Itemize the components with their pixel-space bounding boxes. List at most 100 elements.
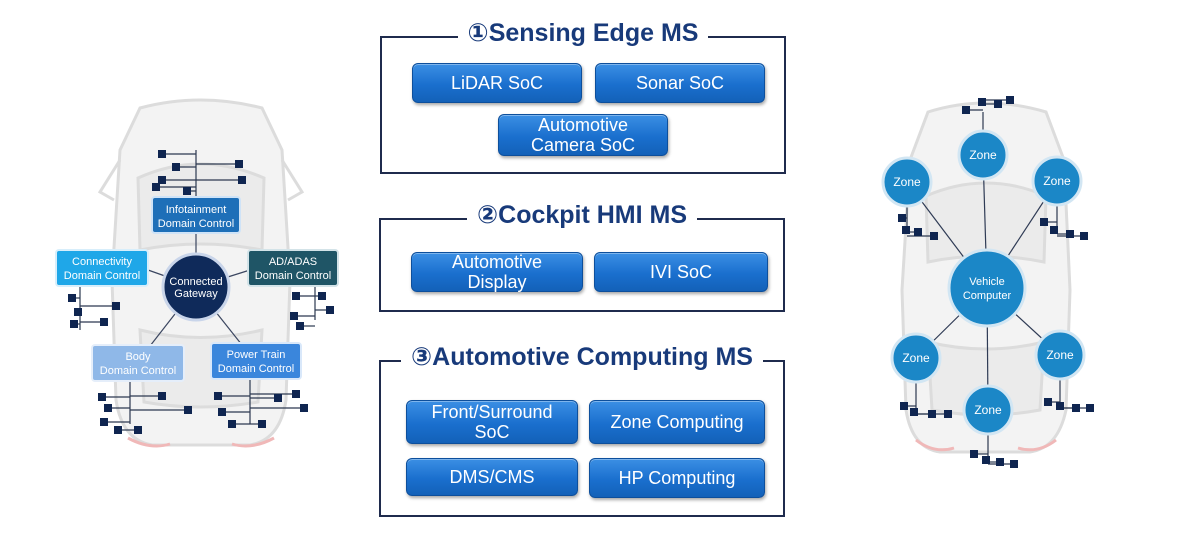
ecu-node-trees xyxy=(72,150,330,431)
ecu-node xyxy=(100,318,108,326)
ivi-soc-button[interactable]: IVI SoC xyxy=(594,252,768,292)
zone-node xyxy=(982,456,990,464)
ecu-node xyxy=(218,408,226,416)
ecu-node xyxy=(172,163,180,171)
zone-node xyxy=(996,458,1004,466)
zone-node xyxy=(1086,404,1094,412)
ecu-node xyxy=(152,183,160,191)
zone-node xyxy=(1006,96,1014,104)
sensing-edge-title: ①Sensing Edge MS xyxy=(457,19,709,47)
zone-node xyxy=(910,408,918,416)
zone-label: Zone xyxy=(1043,174,1071,188)
ecu-node xyxy=(100,418,108,426)
hp-computing-button[interactable]: HP Computing xyxy=(589,458,765,498)
zone-node xyxy=(902,226,910,234)
zone-node-4[interactable]: Zone xyxy=(890,332,942,384)
zone-node xyxy=(1044,398,1052,406)
zone-node-1[interactable]: Zone xyxy=(957,129,1009,181)
ecu-node xyxy=(300,404,308,412)
zone-node xyxy=(1050,226,1058,234)
zone-node-5[interactable]: Zone xyxy=(1034,329,1086,381)
ecu-node xyxy=(74,308,82,316)
ecu-node xyxy=(326,306,334,314)
automotive-display-button[interactable]: Automotive Display xyxy=(411,252,583,292)
zone-label: Zone xyxy=(969,148,997,162)
infotainment-label-line1: Infotainment xyxy=(166,204,227,216)
ecu-node xyxy=(228,420,236,428)
automotive-camera-soc-button[interactable]: Automotive Camera SoC xyxy=(498,114,668,156)
ecu-node xyxy=(112,302,120,310)
zone-label: Zone xyxy=(1046,348,1074,362)
ecu-node xyxy=(158,150,166,158)
ecu-node xyxy=(235,160,243,168)
front-surround-soc-button[interactable]: Front/Surround SoC xyxy=(406,400,578,444)
zone-label: Zone xyxy=(893,175,921,189)
zone-nodes xyxy=(898,96,1094,468)
zone-node xyxy=(978,98,986,106)
automotive-computing-panel: ③Automotive Computing MS Front/Surround … xyxy=(379,343,785,517)
zone-node xyxy=(1066,230,1074,238)
ecu-node xyxy=(114,426,122,434)
zone-node xyxy=(1010,460,1018,468)
zone-node xyxy=(1056,402,1064,410)
zone-label: Zone xyxy=(902,351,930,365)
zone-node xyxy=(928,410,936,418)
ecu-node xyxy=(292,292,300,300)
dms-cms-button[interactable]: DMS/CMS xyxy=(406,458,578,496)
ecu-node xyxy=(238,176,246,184)
ecu-node xyxy=(158,392,166,400)
ecu-node xyxy=(318,292,326,300)
zone-node xyxy=(944,410,952,418)
zone-node xyxy=(994,100,1002,108)
zone-node xyxy=(970,450,978,458)
lidar-soc-button[interactable]: LiDAR SoC xyxy=(412,63,582,103)
cockpit-hmi-title: ②Cockpit HMI MS xyxy=(466,201,698,229)
zone-node-2[interactable]: Zone xyxy=(881,156,933,208)
zone-node xyxy=(1040,218,1048,226)
ecu-node xyxy=(184,406,192,414)
cockpit-hmi-panel: ②Cockpit HMI MS Automotive Display IVI S… xyxy=(379,201,785,312)
ecu-node xyxy=(296,322,304,330)
ecu-node xyxy=(134,426,142,434)
ecu-node xyxy=(292,390,300,398)
ecu-node xyxy=(183,187,191,195)
zone-node xyxy=(962,106,970,114)
ecu-nodes xyxy=(68,150,334,434)
zone-node xyxy=(900,402,908,410)
ecu-node xyxy=(104,404,112,412)
ecu-node xyxy=(70,320,78,328)
zone-node-6[interactable]: Zone xyxy=(962,384,1014,436)
automotive-computing-title: ③Automotive Computing MS xyxy=(401,343,763,371)
zone-label: Zone xyxy=(974,403,1002,417)
zone-node-3[interactable]: Zone xyxy=(1031,155,1083,207)
zone-node xyxy=(1072,404,1080,412)
zone-node xyxy=(898,214,906,222)
zone-node xyxy=(914,228,922,236)
ecu-node xyxy=(68,294,76,302)
ecu-node xyxy=(290,312,298,320)
sensing-edge-panel: ①Sensing Edge MS LiDAR SoC Sonar SoC Aut… xyxy=(380,19,786,174)
ecu-node xyxy=(258,420,266,428)
ecu-node xyxy=(158,176,166,184)
zone-node xyxy=(930,232,938,240)
ecu-node xyxy=(98,393,106,401)
zone-computing-button[interactable]: Zone Computing xyxy=(589,400,765,444)
sonar-soc-button[interactable]: Sonar SoC xyxy=(595,63,765,103)
